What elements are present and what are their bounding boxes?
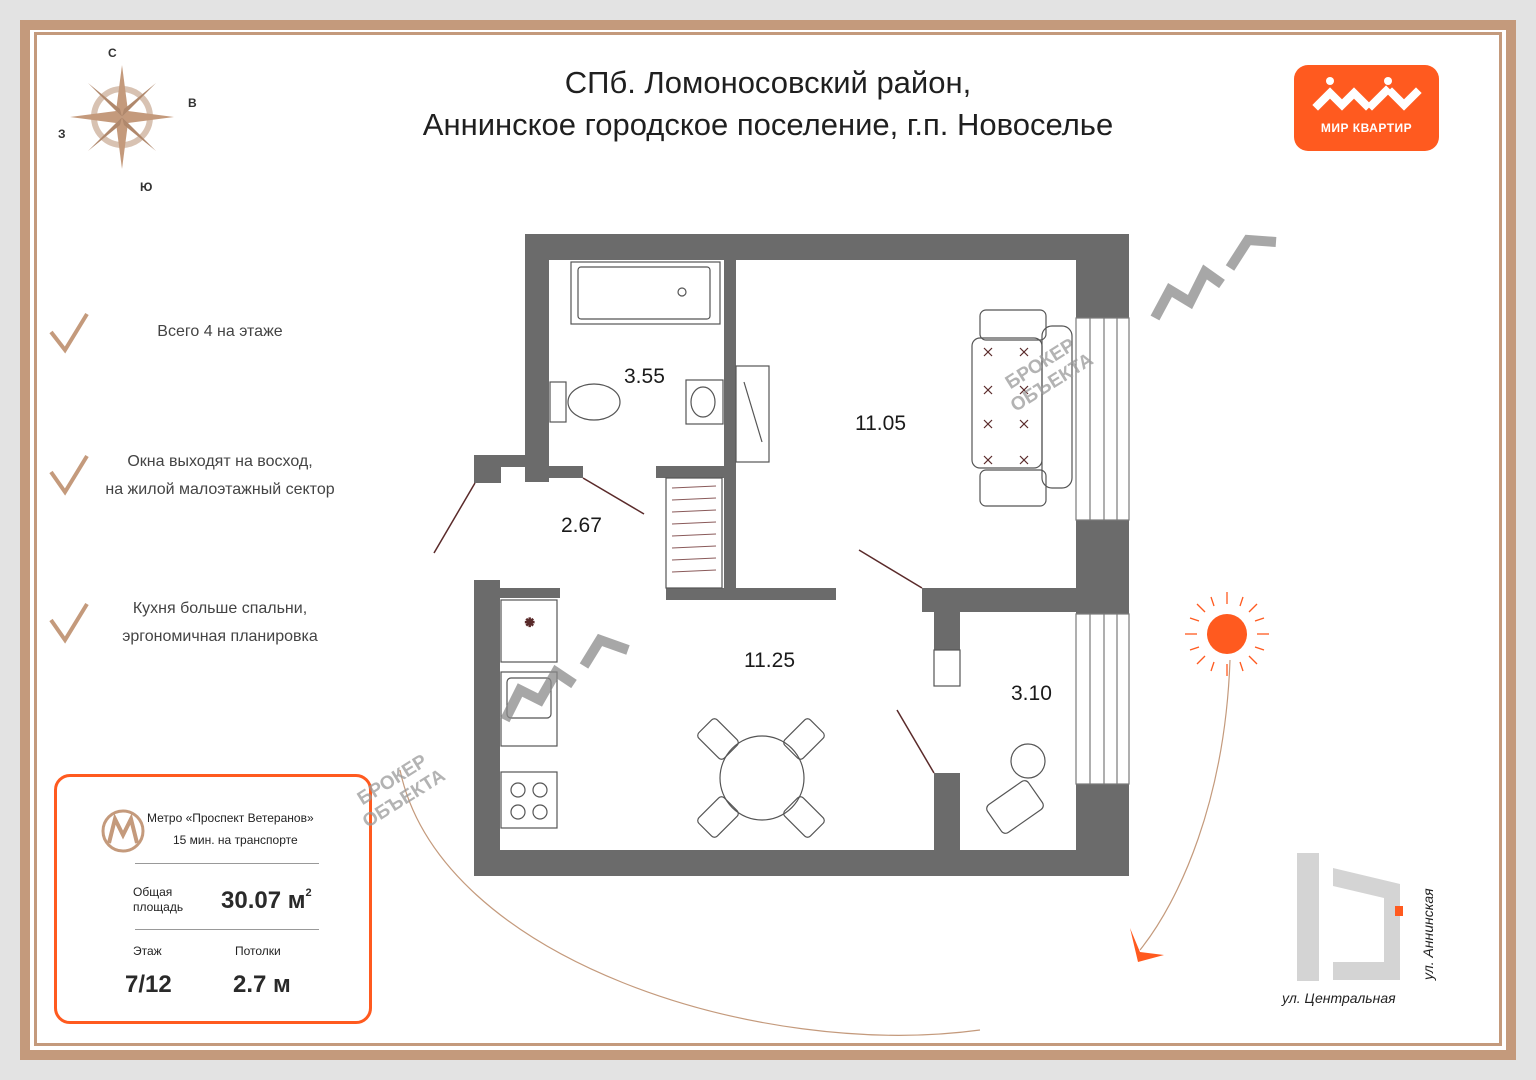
street-side: ул. Аннинская	[1420, 888, 1436, 980]
area-label-line-2: площадь	[133, 900, 184, 914]
doors	[433, 477, 935, 774]
feature-3: Кухня больше спальни, эргономичная плани…	[75, 595, 365, 651]
compass-south: Ю	[140, 180, 153, 194]
title-line-2: Аннинское городское поселение, г.п. Ново…	[422, 107, 1114, 142]
toilet-icon	[549, 381, 567, 423]
room-area-balcony: 3.10	[1011, 682, 1052, 705]
svg-text:⁕: ⁕	[523, 613, 536, 632]
area-label: Общая площадь	[133, 885, 183, 915]
chair-icon	[697, 796, 739, 838]
metro-name: Метро «Проспект Ветеранов»	[147, 811, 314, 825]
round-table-icon	[1010, 743, 1046, 779]
sun-icon	[1185, 592, 1269, 676]
windows	[1075, 317, 1130, 785]
ceiling-value: 2.7 м	[233, 971, 291, 998]
floor-value: 7/12	[125, 971, 172, 998]
bathtub-icon	[570, 261, 721, 325]
closet-hangers	[671, 485, 717, 573]
feature-checks	[49, 312, 89, 644]
furniture	[500, 261, 1073, 838]
cooktop-icon	[500, 771, 558, 829]
feature-2: Окна выходят на восход, на жилой малоэта…	[75, 448, 365, 504]
compass-east: В	[188, 96, 197, 110]
armchair-icon	[986, 780, 1044, 834]
feature-2-line-1: Окна выходят на восход,	[127, 453, 313, 470]
compass-north: С	[108, 46, 117, 60]
inner-frame	[34, 32, 1502, 1046]
bed-pattern	[983, 347, 1029, 465]
compass-west: З	[58, 127, 66, 141]
logo-mark-icon	[1312, 77, 1422, 111]
feature-1: Всего 4 на этаже	[75, 318, 365, 346]
sink-icon	[685, 379, 724, 425]
feature-2-line-2: на жилой малоэтажный сектор	[105, 481, 335, 498]
watermark-logo-icon	[500, 234, 1277, 723]
check-icon	[49, 454, 89, 496]
area-value-text: 30.07 м	[221, 887, 306, 914]
apartment-info-box: Метро «Проспект Ветеранов» 15 мин. на тр…	[54, 774, 372, 1024]
building-schematic	[1297, 853, 1403, 981]
wardrobe-icon	[735, 365, 770, 463]
stove-burners: ⁕	[522, 612, 537, 632]
room-area-bathroom: 3.55	[624, 365, 665, 388]
check-icon	[49, 312, 89, 354]
compass-rose-icon	[70, 65, 174, 169]
area-unit-sup: 2	[305, 887, 312, 899]
area-label-line-1: Общая	[133, 885, 173, 899]
feature-3-line-2: эргономичная планировка	[122, 628, 318, 645]
floor-label: Этаж	[133, 944, 162, 958]
street-bottom: ул. Центральная	[1282, 990, 1396, 1006]
logo-text: МИР КВАРТИР	[1320, 121, 1413, 135]
stove-icon	[500, 599, 558, 663]
steps-icon	[933, 649, 961, 687]
metro-icon	[101, 809, 145, 853]
chair-icon	[697, 718, 739, 760]
metro-time: 15 мин. на транспорте	[173, 833, 298, 847]
divider	[135, 929, 319, 930]
divider	[135, 863, 319, 864]
title-line-1: СПб. Ломоносовский район,	[564, 65, 972, 100]
room-area-kitchen: 11.25	[744, 649, 795, 672]
room-area-hall: 2.67	[561, 514, 602, 537]
closet-icon	[665, 477, 723, 589]
company-logo[interactable]: МИР КВАРТИР	[1294, 65, 1439, 151]
check-icon	[49, 602, 89, 644]
ceiling-label: Потолки	[235, 944, 281, 958]
page-title: СПб. Ломоносовский район, Аннинское горо…	[300, 62, 1236, 146]
kitchen-sink-icon	[500, 671, 558, 747]
chair-icon	[783, 718, 825, 760]
room-area-living: 11.05	[855, 412, 906, 435]
walls	[474, 234, 1129, 876]
feature-1-line-1: Всего 4 на этаже	[157, 323, 283, 340]
chair-icon	[783, 796, 825, 838]
direction-arrow-icon	[1130, 928, 1164, 962]
dining-table-icon	[719, 735, 805, 821]
area-value: 30.07 м2	[221, 887, 312, 915]
feature-3-line-1: Кухня больше спальни,	[132, 600, 308, 617]
